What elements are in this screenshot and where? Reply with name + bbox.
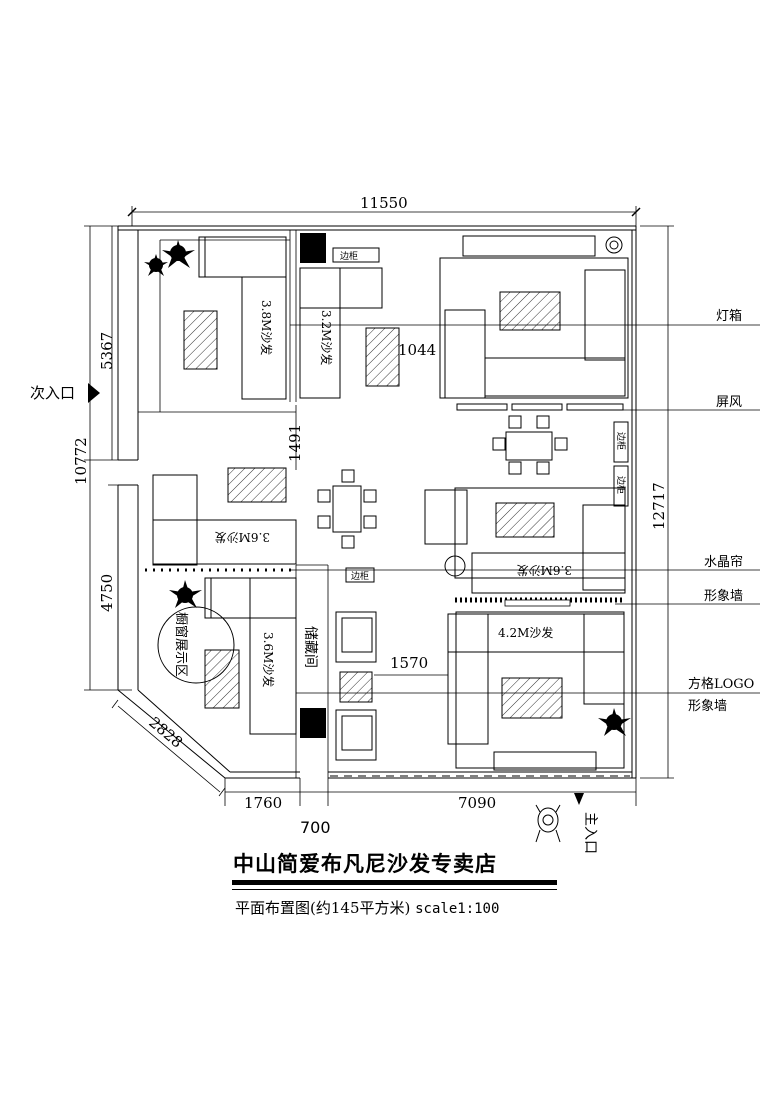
secondary-entrance-label: 次入口 [30, 384, 75, 402]
callout-image-wall-2: 形象墙 [688, 699, 727, 714]
person-icon [535, 804, 561, 843]
subtitle-row: 平面布置图(约145平方米) scale1:100 [235, 897, 499, 918]
callout-image-wall: 形象墙 [704, 589, 743, 604]
dining-set-left [317, 469, 377, 549]
side-cabinet-box-2 [345, 567, 375, 583]
coffee-table-7 [501, 677, 563, 719]
sofa-4.2m-label: 4.2M沙发 [498, 625, 553, 640]
outer-walls [117, 225, 637, 779]
screen-partition [456, 403, 624, 411]
callout-lightbox: 灯箱 [716, 308, 742, 324]
sofa-3.6m-mid [152, 474, 297, 566]
coffee-table-4 [227, 467, 287, 503]
side-cabinet-box-4 [613, 465, 629, 507]
sofa-4.2m [447, 611, 625, 771]
dining-set-right [492, 415, 568, 475]
coffee-table-5 [495, 502, 555, 538]
title-underline-thick [232, 880, 557, 885]
dim-left-upper: 5367 [98, 332, 116, 370]
page-title: 中山简爱布凡尼沙发专卖店 [233, 852, 497, 876]
dim-right-total: 12717 [650, 482, 668, 530]
main-entrance-arrow-icon [574, 793, 584, 805]
coffee-table-2 [365, 327, 400, 387]
dim-1044: 1044 [398, 341, 436, 359]
callout-screen: 屏风 [716, 395, 742, 410]
sofa-upper-right [439, 235, 629, 399]
column-top [300, 233, 326, 263]
sofa-3.6m-right-label: 3.6M沙发 [517, 563, 572, 578]
dim-1491: 1491 [286, 424, 304, 462]
callout-leaders [290, 324, 760, 694]
callout-logo: 方格LOGO [688, 676, 754, 692]
dim-1570: 1570 [390, 654, 428, 672]
dimension-lines [84, 206, 674, 806]
title-underline-thin [232, 889, 557, 890]
scale-label: scale1:100 [415, 901, 500, 917]
dim-left-lower: 4750 [98, 574, 116, 612]
dim-bottom-left: 1760 [244, 794, 282, 812]
plant-icon [144, 240, 631, 736]
window-display-label: 橱窗展示区 [173, 612, 189, 677]
sofa-3.6m-mid-label: 3.6M沙发 [215, 530, 270, 545]
side-cabinet-label-3: 边柜 [615, 432, 627, 450]
callout-crystal-curtain: 水晶帘 [704, 554, 743, 570]
sofa-3.2m [299, 267, 383, 399]
dim-top: 11550 [360, 194, 408, 212]
dim-700: 700 [300, 818, 331, 837]
sofa-3.2m-label: 3.2M沙发 [319, 310, 334, 365]
sofa-3.8m-label: 3.8M沙发 [259, 300, 274, 355]
coffee-table-1 [183, 310, 218, 370]
main-entrance-label: 主入口 [582, 812, 598, 854]
column-bottom [300, 708, 326, 738]
plan-subtitle: 平面布置图(约145平方米) [235, 899, 411, 917]
sofa-3.8m [198, 236, 287, 400]
storage-label: 储藏间 [302, 626, 318, 668]
secondary-entrance-arrow-icon [88, 383, 100, 403]
image-wall-strip [455, 597, 625, 607]
side-cabinet-box-1 [332, 247, 380, 263]
dim-bottom-right: 7090 [458, 794, 496, 812]
sofa-3.6m-lower-label: 3.6M沙发 [261, 632, 276, 687]
dim-left-total: 10772 [72, 437, 90, 485]
sofa-3.6m-right [424, 487, 626, 594]
coffee-table-6 [204, 649, 240, 709]
side-cabinet-label-1: 边柜 [340, 250, 358, 262]
storage-armchairs [335, 611, 377, 761]
coffee-table-3 [499, 291, 561, 331]
side-cabinet-label-2: 边柜 [351, 570, 369, 582]
side-cabinet-box-3 [613, 421, 629, 463]
side-cabinet-label-4: 边柜 [615, 476, 627, 494]
